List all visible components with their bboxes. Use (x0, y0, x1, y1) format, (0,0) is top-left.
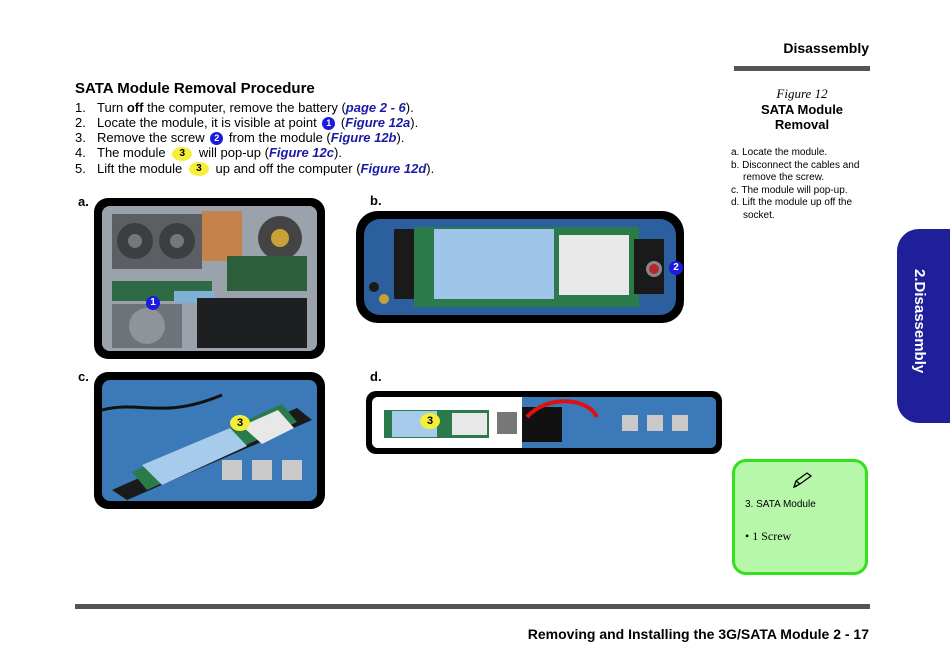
figure-note-c: c. The module will pop-up. (731, 184, 848, 196)
parts-note-screw: • 1 Screw (745, 529, 792, 543)
callout-3: 3 (230, 415, 250, 431)
step-4: 4.The module 3 will pop-up (Figure 12c). (75, 145, 342, 161)
section-header: Disassembly (783, 40, 869, 56)
figure-number: Figure 12 (776, 86, 828, 101)
figure-d-photo: 3 (366, 391, 722, 454)
figure-c-label: c. (78, 369, 89, 384)
callout-badge: 3 (188, 162, 209, 177)
parts-note-item: 3. SATA Module (745, 499, 816, 510)
figure-reference-link[interactable]: Figure 12d (360, 160, 427, 176)
figure-note-a: a. Locate the module. (731, 147, 828, 158)
callout-badge: 1 (322, 117, 336, 131)
callout-1: 1 (146, 296, 160, 310)
callout-badge: 3 (172, 146, 193, 161)
laptop-interior-illustration (102, 206, 317, 351)
chapter-tab[interactable]: 2.Disassembly (897, 229, 950, 423)
step-2: 2.Locate the module, it is visible at po… (75, 115, 419, 131)
figure-notes: a. Locate the module. b. Disconnect the … (731, 147, 871, 222)
figure-title-line-1: SATA Module (760, 102, 844, 117)
figure-c-photo: 3 (94, 372, 325, 509)
figure-reference-link[interactable]: Figure 12c (268, 145, 334, 161)
figure-caption: Figure 12 SATA Module Removal (734, 86, 870, 132)
footer-divider (75, 604, 870, 609)
page-reference-link[interactable]: page 2 - 6 (345, 100, 406, 115)
parts-note-box: 3. SATA Module • 1 Screw (732, 459, 868, 575)
step-1: 1.Turn off the computer, remove the batt… (75, 100, 414, 115)
footer-title: Removing and Installing the 3G/SATA Modu… (527, 626, 869, 642)
header-divider (734, 66, 870, 71)
figure-b-label: b. (370, 193, 382, 208)
figure-note-d: d. Lift the module up off the socket. (731, 197, 853, 221)
procedure-steps: 1.Turn off the computer, remove the batt… (75, 100, 435, 177)
module-removed-illustration (372, 397, 716, 448)
figure-b-photo: 2 (356, 211, 684, 323)
step-5: 5.Lift the module 3 up and off the compu… (75, 160, 435, 177)
procedure-title: SATA Module Removal Procedure (75, 80, 315, 97)
figure-reference-link[interactable]: Figure 12b (330, 130, 397, 146)
figure-note-b: b. Disconnect the cables and remove the … (731, 159, 860, 184)
figure-title-line-2: Removal (774, 117, 830, 132)
module-popup-illustration (102, 380, 317, 501)
callout-2: 2 (669, 261, 683, 275)
figure-d-label: d. (370, 369, 382, 384)
pencil-icon (791, 472, 813, 495)
figure-reference-link[interactable]: Figure 12a (345, 115, 411, 130)
figure-a-photo: 1 (94, 198, 325, 359)
callout-badge: 2 (210, 132, 224, 146)
chapter-tab-label: 2.Disassembly (911, 269, 928, 374)
figure-a-label: a. (78, 194, 89, 209)
callout-3-removed: 3 (420, 413, 440, 429)
sata-module-closeup-illustration (364, 219, 676, 315)
step-3: 3.Remove the screw 2 from the module (Fi… (75, 130, 405, 146)
